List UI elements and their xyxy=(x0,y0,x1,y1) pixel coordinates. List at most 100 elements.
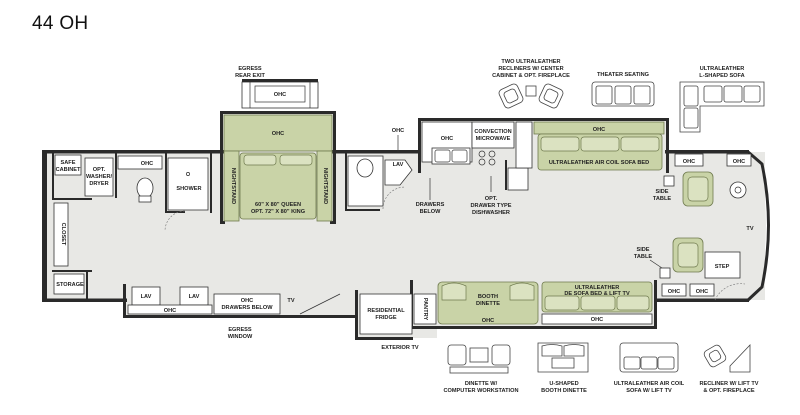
closet-label: CLOSET xyxy=(60,223,66,246)
air-coil-sofa-label-2: SOFA W/ LIFT TV xyxy=(626,388,672,394)
sofa-bed-lift-label-1: ULTRALEATHER xyxy=(575,285,620,291)
cab-ohc-top-right: OHC xyxy=(733,159,745,165)
option-recliners: TWO ULTRALEATHER RECLINERS W/ CENTER CAB… xyxy=(492,59,570,109)
kitchen: OHC CONVECTION MICROWAVE DRAWERS BELOW O… xyxy=(416,121,533,216)
theater-seating-label: THEATER SEATING xyxy=(597,72,649,78)
option-l-shaped-sofa: ULTRALEATHER L-SHAPED SOFA xyxy=(679,66,765,133)
sofa-bed-lift-label-2: DE SOFA BED & LIFT TV xyxy=(564,291,630,297)
side-table-bottom xyxy=(659,267,671,279)
dinette-sofa: BOOTH DINETTE OHC ULTRALEATHER DE SOFA B… xyxy=(437,281,653,325)
bedroom-tv-label: TV xyxy=(287,298,294,304)
top-sofa-ohc-label: OHC xyxy=(593,127,605,133)
mid-lav-sink xyxy=(384,159,413,186)
egress-window-label-1: EGRESS xyxy=(228,327,252,333)
bottom-lavs: LAV LAV OHC OHC DRAWERS BELOW TV EGRESS … xyxy=(127,286,341,340)
dishwasher xyxy=(507,167,529,191)
dinette-workstation-label-1: DINETTE W/ xyxy=(465,381,498,387)
dishwasher-label-2: DRAWER TYPE xyxy=(470,203,511,209)
steering-wheel xyxy=(729,181,747,199)
nightstand-left xyxy=(223,150,240,222)
rear-bath: SAFE CABINET OPT. WASHER/ DRYER OHC SHOW… xyxy=(53,154,209,295)
dinette-workstation-label-2: COMPUTER WORKSTATION xyxy=(444,388,519,394)
option-recliner-fireplace: RECLINER W/ LIFT TV & OPT. FIREPLACE xyxy=(699,344,759,394)
bath-ohc-label: OHC xyxy=(141,161,153,167)
egress-rear-exit: OHC EGRESS REAR EXIT xyxy=(235,66,319,109)
egress-window-label-2: WINDOW xyxy=(228,334,253,340)
option-u-shaped-dinette: U-SHAPED BOOTH DINETTE xyxy=(537,342,589,394)
kitchen-ohc-label: OHC xyxy=(441,136,453,142)
recliners-label-2: RECLINERS W/ CENTER xyxy=(498,66,563,72)
mid-toilet xyxy=(356,158,374,178)
storage-label: STORAGE xyxy=(56,282,84,288)
lav-left-label: LAV xyxy=(141,294,152,300)
ohc-drawers-label-2: DRAWERS BELOW xyxy=(222,305,274,311)
air-coil-sofa-label-1: ULTRALEATHER AIR COIL xyxy=(614,381,685,387)
washer-dryer-label-3: DRYER xyxy=(89,181,108,187)
option-air-coil-sofa: ULTRALEATHER AIR COIL SOFA W/ LIFT TV xyxy=(614,342,685,394)
washer-dryer-label-1: OPT. xyxy=(93,167,106,173)
pantry xyxy=(413,293,437,325)
queen-bed-label-1: 60" X 80" QUEEN xyxy=(255,202,301,208)
option-dinette-workstation: DINETTE W/ COMPUTER WORKSTATION xyxy=(444,344,519,394)
nightstand-left-label: NIGHTSTAND xyxy=(230,168,236,204)
cab-ohc-bottom-left: OHC xyxy=(668,289,680,295)
front-tv-label: TV xyxy=(746,226,753,232)
nightstand-right-label: NIGHTSTAND xyxy=(322,168,328,204)
u-shaped-dinette-label-1: U-SHAPED xyxy=(549,381,578,387)
side-table-top-label-1: SIDE xyxy=(655,189,668,195)
safe-cabinet-label-2: CABINET xyxy=(56,167,81,173)
fridge-pantry: RESIDENTIAL FRIDGE PANTRY EXTERIOR TV xyxy=(359,293,437,351)
bedroom-ohc-cabinet xyxy=(223,114,333,152)
mid-lav: LAV OHC xyxy=(347,128,413,210)
top-sofa-bed: OHC ULTRALEATHER AIR COIL SOFA BED xyxy=(533,121,665,171)
booth-dinette-label-2: DINETTE xyxy=(476,301,500,307)
u-shaped-dinette-label-2: BOOTH DINETTE xyxy=(541,388,587,394)
side-table-top-label-2: TABLE xyxy=(653,196,671,202)
sofa-ohc-label: OHC xyxy=(591,317,603,323)
queen-bed-label-2: OPT. 72" X 80" KING xyxy=(251,209,305,215)
step-label: STEP xyxy=(715,264,730,270)
microwave-label-2: MICROWAVE xyxy=(476,136,511,142)
drawers-below-label-2: BELOW xyxy=(420,209,442,215)
washer-dryer-label-2: WASHER/ xyxy=(86,174,113,180)
side-table-bottom-label-2: TABLE xyxy=(634,254,652,260)
recliners-label-1: TWO ULTRALEATHER xyxy=(501,59,560,65)
egress-rear-exit-line1: EGRESS xyxy=(238,66,262,72)
drawers-below-label-1: DRAWERS xyxy=(416,202,445,208)
side-table-top xyxy=(663,175,675,187)
l-shaped-sofa-label-2: L-SHAPED SOFA xyxy=(699,73,744,79)
exterior-tv-label: EXTERIOR TV xyxy=(381,345,419,351)
shower-label: SHOWER xyxy=(176,186,201,192)
entry-step xyxy=(704,251,741,279)
l-shaped-sofa-label-1: ULTRALEATHER xyxy=(700,66,745,72)
kitchen-sink xyxy=(431,147,471,165)
dishwasher-label-3: DISHWASHER xyxy=(472,210,510,216)
bedroom-ohc-label: OHC xyxy=(272,131,284,137)
pantry-label: PANTRY xyxy=(422,298,428,321)
residential-fridge xyxy=(359,293,413,335)
walls xyxy=(42,111,770,340)
sofa-bed-top-label: ULTRALEATHER AIR COIL SOFA BED xyxy=(549,160,649,166)
cab-area: OHC OHC SIDE TABLE TV SIDE TABLE STEP OH… xyxy=(634,153,754,301)
queen-bed xyxy=(239,152,317,220)
floorplan-title: 44 OH xyxy=(32,13,89,34)
option-theater-seating: THEATER SEATING xyxy=(591,72,655,107)
rear-exit-ohc-label: OHC xyxy=(274,92,286,98)
dinette-ohc-label: OHC xyxy=(482,318,494,324)
toilet xyxy=(136,177,154,199)
closet xyxy=(53,202,69,267)
bedroom: OHC NIGHTSTAND NIGHTSTAND 60" X 80" QUEE… xyxy=(223,114,333,222)
mid-lav-label: LAV xyxy=(393,162,404,168)
lav-ohc-label: OHC xyxy=(164,308,176,314)
recliners-label-3: CABINET & OPT. FIREPLACE xyxy=(492,73,570,79)
fridge-label-2: FRIDGE xyxy=(375,315,396,321)
booth-dinette-label-1: BOOTH xyxy=(478,294,498,300)
safe-cabinet-label-1: SAFE xyxy=(61,160,76,166)
microwave-label-1: CONVECTION xyxy=(474,129,511,135)
cab-ohc-top-left: OHC xyxy=(683,159,695,165)
cab-ohc-bottom-right: OHC xyxy=(696,289,708,295)
recliner-fireplace-label-1: RECLINER W/ LIFT TV xyxy=(699,381,758,387)
egress-rear-exit-line2: REAR EXIT xyxy=(235,73,265,79)
fridge-label-1: RESIDENTIAL xyxy=(367,308,405,314)
